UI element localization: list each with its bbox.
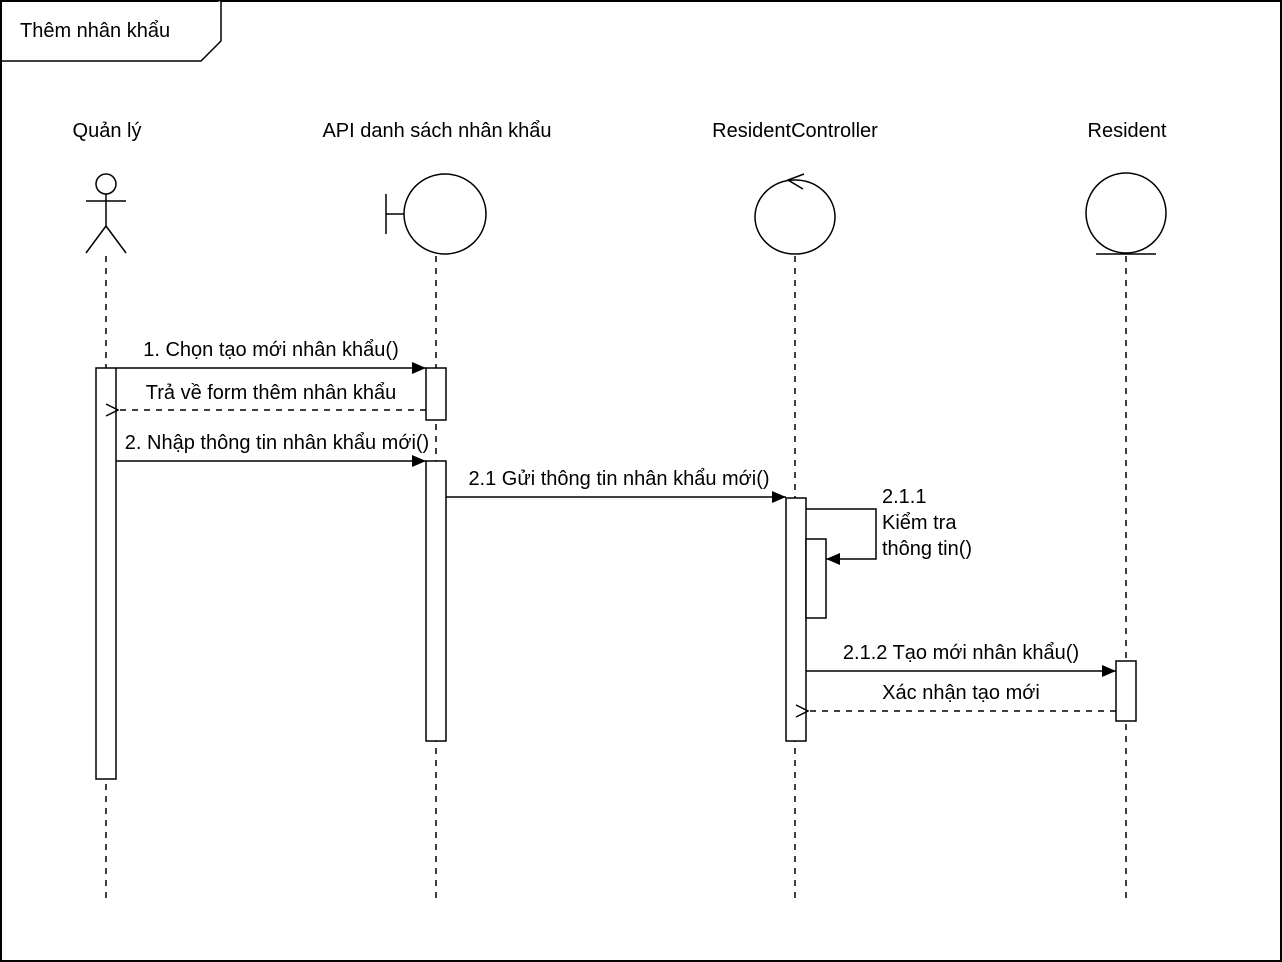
activation-controller-self — [805, 538, 827, 619]
return-2-1-2-label: Xác nhận tạo mới — [882, 682, 1040, 704]
activation-api-2 — [425, 460, 447, 742]
entity-icon — [1085, 172, 1167, 255]
message-2-1-1-label-line3: thông tin() — [882, 538, 972, 560]
lifeline-resident-label: Resident — [1088, 120, 1167, 142]
lifeline-controller-label: ResidentController — [712, 120, 878, 142]
message-2-1-2-label: 2.1.2 Tạo mới nhân khẩu() — [843, 642, 1079, 664]
message-2-label: 2. Nhập thông tin nhân khẩu mới() — [125, 432, 429, 454]
activation-controller — [785, 497, 807, 742]
lifeline-api-label: API danh sách nhân khẩu — [322, 120, 551, 142]
message-2-1-1-label-line1: 2.1.1 — [882, 486, 926, 508]
message-2-1-1-label-line2: Kiểm tra — [882, 512, 957, 534]
activation-manager — [95, 367, 117, 780]
return-1-label: Trả về form thêm nhân khẩu — [146, 382, 397, 404]
activation-api-1 — [425, 367, 447, 421]
activation-resident — [1115, 660, 1137, 722]
frame-title: Thêm nhân khẩu — [20, 20, 170, 42]
message-2-1-label: 2.1 Gửi thông tin nhân khẩu mới() — [468, 468, 769, 490]
frame-title-tab — [1, 1, 222, 62]
boundary-icon — [385, 173, 487, 255]
actor-icon — [85, 173, 127, 254]
lifeline-manager-label: Quản lý — [73, 120, 142, 142]
message-1-label: 1. Chọn tạo mới nhân khẩu() — [143, 339, 398, 361]
control-icon — [754, 173, 836, 255]
message-2-1-1-arrow — [806, 508, 877, 565]
